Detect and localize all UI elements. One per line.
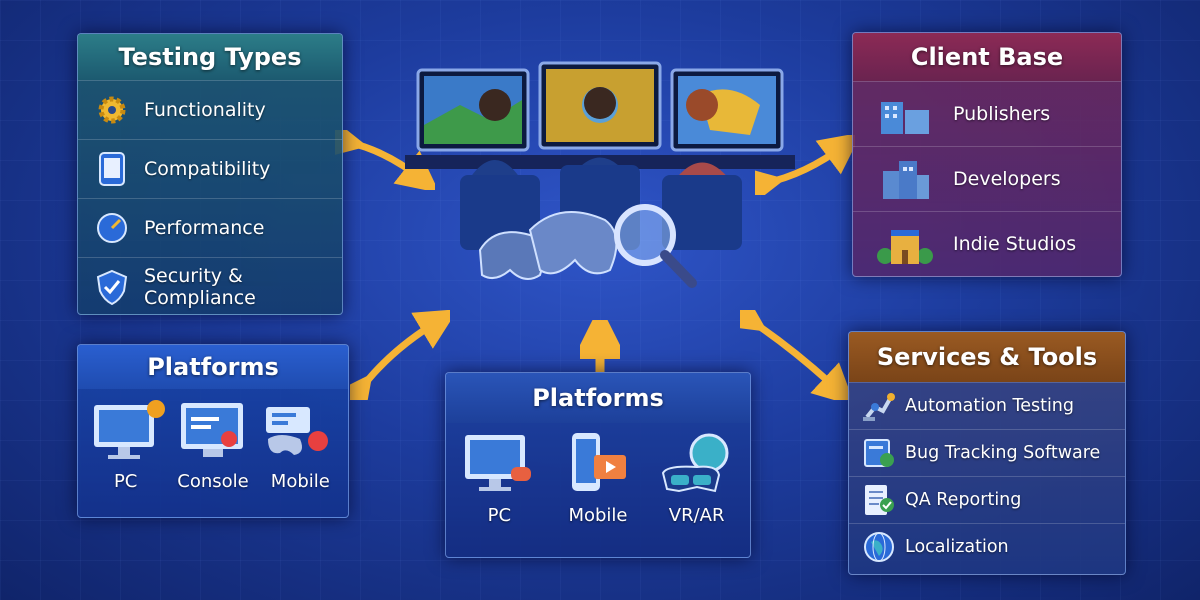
platform-item-mobile: Mobile <box>257 395 343 492</box>
testing-item-security: Security & Compliance <box>78 257 342 314</box>
monitor-left <box>416 68 530 152</box>
platforms-panel-left: Platforms PC Console Mobile <box>77 344 349 518</box>
gauge-icon <box>97 213 127 243</box>
globe-icon <box>864 532 894 562</box>
console-screen-icon <box>180 403 243 457</box>
testing-item-label: Functionality <box>144 99 266 121</box>
service-item-localization: Localization <box>849 523 1125 570</box>
service-item-bug-tracking: Bug Tracking Software <box>849 429 1125 476</box>
client-item-developers: Developers <box>853 146 1121 211</box>
pc-monitor-icon <box>93 400 165 459</box>
service-item-qa-reporting: QA Reporting <box>849 476 1125 523</box>
bug-tracker-icon <box>864 439 894 467</box>
service-item-label: QA Reporting <box>905 490 1022 510</box>
service-item-label: Localization <box>905 537 1009 557</box>
smartphone-icon <box>571 433 626 491</box>
tower-building-icon <box>883 161 929 199</box>
qa-testing-team-illustration <box>405 61 795 288</box>
platform-item-vr-ar: VR/AR <box>648 429 746 526</box>
arrow-center-platforms-up <box>580 320 620 372</box>
testing-item-label: Compatibility <box>144 158 271 180</box>
platform-item-pc: PC <box>82 395 168 492</box>
vr-headset-icon <box>661 433 729 493</box>
gear-icon <box>98 96 126 124</box>
magnifying-glass-icon <box>614 204 697 288</box>
platform-label: PC <box>113 471 138 492</box>
platform-label: Mobile <box>568 505 628 526</box>
service-item-label: Automation Testing <box>905 396 1075 416</box>
testing-item-performance: Performance <box>78 198 342 257</box>
client-base-panel: Client Base Publishers Developers Indie … <box>852 32 1122 277</box>
services-tools-panel: Services & Tools Automation Testing Bug … <box>848 331 1126 575</box>
pc-monitor-icon <box>465 435 532 491</box>
arrow-services-to-team <box>740 310 850 400</box>
studio-building-icon <box>877 230 933 264</box>
platforms-panel-center: Platforms PC Mobile VR/AR <box>445 372 751 558</box>
arrow-platforms-to-team <box>350 310 450 400</box>
platform-item-mobile: Mobile <box>549 429 647 526</box>
platform-label: Mobile <box>270 471 330 492</box>
testing-item-label: Performance <box>144 217 265 239</box>
game-controller-icon <box>478 211 618 280</box>
testing-types-title: Testing Types <box>78 34 342 80</box>
testing-types-panel: Testing Types Functionality Compatibilit… <box>77 33 343 315</box>
platform-item-console: Console <box>170 395 256 492</box>
testing-item-functionality: Functionality <box>78 80 342 139</box>
client-item-label: Publishers <box>953 103 1051 125</box>
mobile-controller-icon <box>266 407 329 455</box>
client-base-title: Client Base <box>853 33 1121 81</box>
shield-check-icon <box>96 269 128 306</box>
platforms-left-title: Platforms <box>78 345 348 389</box>
testing-item-compatibility: Compatibility <box>78 139 342 198</box>
platform-item-pc: PC <box>450 429 548 526</box>
client-item-label: Indie Studios <box>953 233 1077 255</box>
platform-label: PC <box>487 505 512 526</box>
services-tools-title: Services & Tools <box>849 332 1125 382</box>
testing-item-label: Security & Compliance <box>144 265 256 309</box>
platform-label: Console <box>177 471 249 492</box>
service-item-label: Bug Tracking Software <box>905 443 1101 463</box>
platforms-center-title: Platforms <box>446 373 750 423</box>
monitor-right <box>670 68 784 152</box>
robot-arm-icon <box>863 393 895 421</box>
service-item-automation-testing: Automation Testing <box>849 382 1125 429</box>
report-icon <box>865 485 894 515</box>
client-item-publishers: Publishers <box>853 81 1121 146</box>
arrow-team-to-client <box>755 135 855 195</box>
client-item-indie-studios: Indie Studios <box>853 211 1121 276</box>
tablet-icon <box>99 152 125 186</box>
office-building-icon <box>881 102 929 134</box>
platform-label: VR/AR <box>668 505 725 526</box>
client-item-label: Developers <box>953 168 1061 190</box>
arrow-testing-to-team <box>335 130 435 190</box>
